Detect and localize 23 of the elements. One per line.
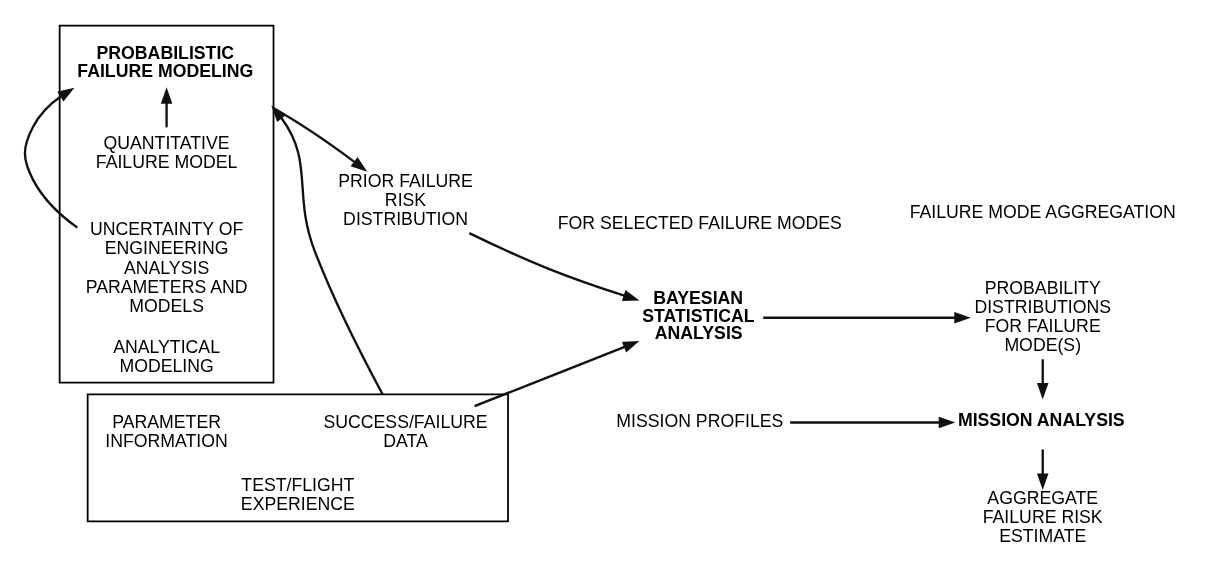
arrow (160, 87, 172, 128)
node-text: PRIOR FAILURE RISK DISTRIBUTION (337, 170, 473, 229)
label: FAILURE MODE AGGREGATION (909, 201, 1176, 222)
node-text: PROBABILITY DISTRIBUTIONS FOR FAILURE MODE(S) (973, 277, 1111, 356)
node-text: PARAMETER INFORMATION (104, 411, 228, 451)
node-text: UNCERTAINTY OF ENGINEERING ANALYSIS PARAMETERS AND MODELS (85, 219, 248, 317)
node-text: MISSION PROFILES (615, 411, 783, 432)
node-text: AGGREGATE FAILURE RISK ESTIMATE (982, 487, 1103, 547)
node-text: QUANTITATIVE FAILURE MODEL (95, 133, 237, 173)
label: FOR SELECTED FAILURE MODES (557, 213, 842, 234)
node-text: PROBABILISTIC FAILURE MODELING (76, 43, 253, 81)
arrow (23, 87, 78, 229)
arrow (1036, 359, 1048, 400)
arrow (272, 107, 367, 172)
node-text: MISSION ANALYSIS (957, 409, 1125, 430)
arrow (270, 105, 384, 396)
node-text: SUCCESS/FAILURE DATA (322, 411, 488, 451)
node-text: BAYESIAN STATISTICAL ANALYSIS (641, 287, 755, 344)
arrow (789, 416, 955, 429)
arrow (762, 311, 971, 324)
arrow (1036, 449, 1048, 491)
arrow (473, 341, 639, 408)
arrow (468, 232, 639, 301)
